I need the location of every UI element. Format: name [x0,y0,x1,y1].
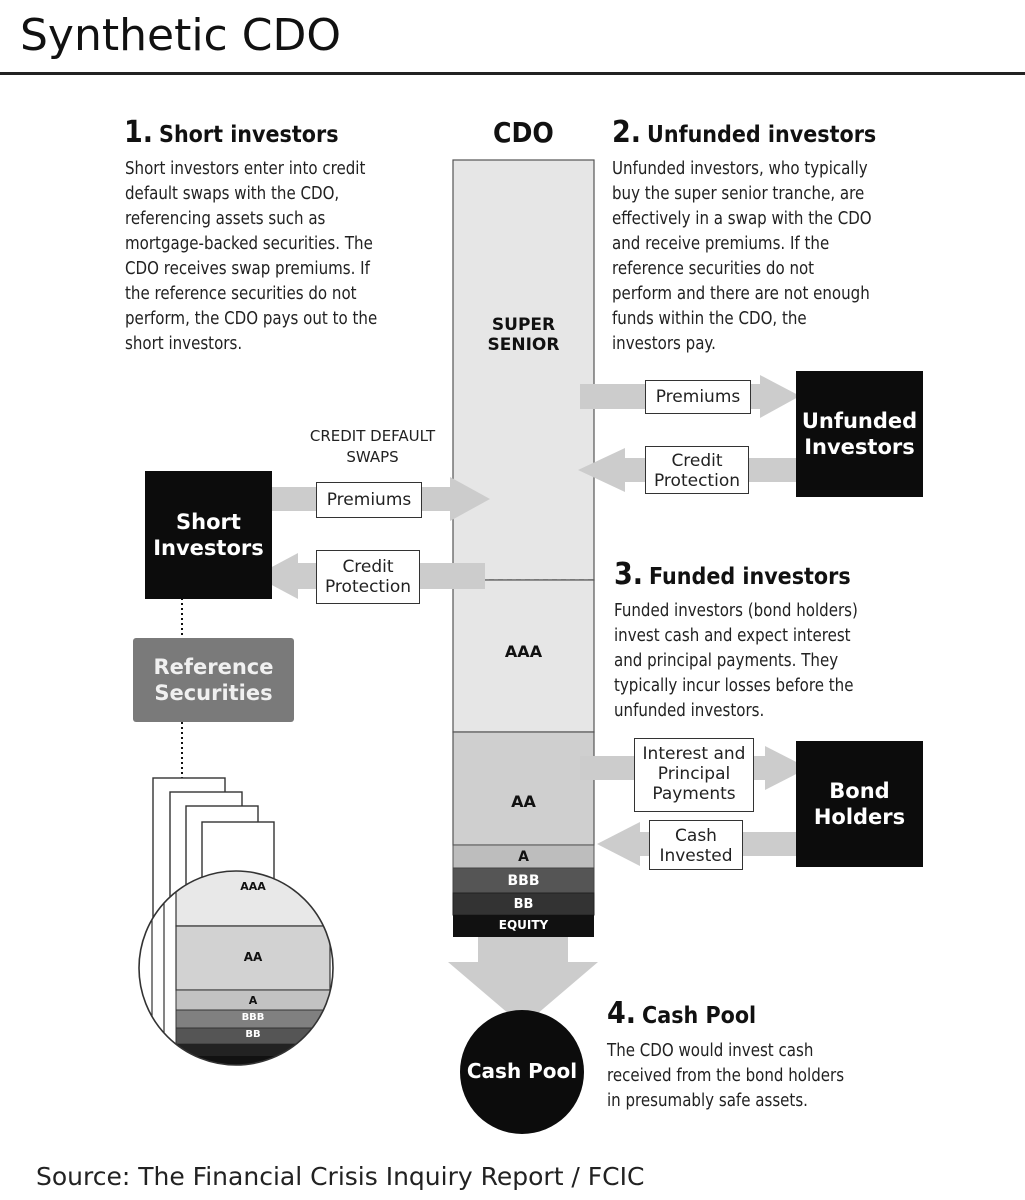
section-2-heading: 2.Unfunded investors [612,115,876,150]
section-3-text: Funded investors (bond holders) invest c… [614,599,941,724]
text-line: referencing assets such as [125,209,326,229]
cdo-header: CDO [493,116,554,149]
section-1-text: Short investors enter into credit defaul… [125,157,443,357]
label-equity: EQUITY [498,918,549,932]
label-cash-invested: Cash Invested [649,820,743,870]
label-protection-short: Credit Protection [316,550,420,604]
text-line: received from the bond holders [607,1066,845,1086]
section-1-number: 1. [124,115,154,150]
text-line: unfunded investors. [614,701,765,721]
text-line: Short investors enter into credit [125,159,366,179]
text-line: The CDO would invest cash [607,1041,814,1061]
source-credit: Source: The Financial Crisis Inquiry Rep… [36,1162,645,1191]
label-line: Credit [342,557,394,577]
ref-label-a: A [248,994,258,1007]
cds-label-line1: CREDIT DEFAULT [309,427,436,445]
text-line: short investors. [125,334,243,354]
label-bb: BB [513,897,534,912]
title-divider [0,72,1025,75]
page-title: Synthetic CDO [20,10,341,61]
tranche-super-senior [452,159,595,581]
text-line: typically incur losses before the [614,676,854,696]
text-line: investors pay. [612,334,716,354]
text-line: and receive premiums. If the [612,234,830,254]
ref-label-bb: BB [245,1029,261,1040]
text-line: and principal payments. They [614,651,839,671]
section-4-heading: 4.Cash Pool [607,996,756,1031]
label-super-senior: SUPER SENIOR [487,315,560,355]
label-line: Protection [324,577,411,597]
box-line: Investors [804,435,915,459]
label-a: A [518,849,529,865]
cds-label-line2: SWAPS [346,448,399,466]
ref-label-bbb: BBB [241,1012,265,1023]
text-line: perform, the CDO pays out to the [125,309,378,329]
box-line: Holders [813,805,906,829]
label-protection-unfunded: Credit Protection [645,446,749,494]
box-line: Reference [153,655,274,679]
section-4-text: The CDO would invest cash received from … [607,1039,917,1114]
label-line: Payments [652,784,736,804]
label-line: Credit [671,451,723,471]
label-line: Interest and [642,744,746,764]
section-2-text: Unfunded investors, who typically buy th… [612,157,939,357]
tranche-bbb [452,867,595,894]
section-2-title: Unfunded investors [647,122,877,148]
box-line: Securities [154,681,273,705]
section-4-title: Cash Pool [642,1003,757,1029]
label-line: Invested [659,846,733,866]
text-line: CDO receives swap premiums. If [125,259,370,279]
text-line: in presumably safe assets. [607,1091,808,1111]
text-line: the reference securities do not [125,284,357,304]
section-4-number: 4. [607,996,637,1031]
label-interest-payments: Interest and Principal Payments [634,738,754,812]
box-line: Investors [153,536,264,560]
label-aaa: AAA [504,642,543,661]
tranche-aaa [452,579,595,733]
text-line: perform and there are not enough [612,284,870,304]
tranche-equity [453,915,594,937]
label-bbb: BBB [507,873,540,889]
box-line: Bond [829,779,890,803]
text-line: Unfunded investors, who typically [612,159,868,179]
text-line: funds within the CDO, the [612,309,807,329]
label-premiums-unfunded: Premiums [645,380,751,414]
box-line: Unfunded [801,409,918,433]
section-3-number: 3. [614,557,644,592]
ref-label-aaa: AAA [240,880,266,893]
cash-pool-circle [460,1010,584,1134]
label-premiums-short: Premiums [316,482,422,518]
text-line: default swaps with the CDO, [125,184,340,204]
tranche-aa [452,731,595,846]
cash-pool-arrow [448,937,598,1026]
text-line: reference securities do not [612,259,815,279]
magnify-circle [138,870,334,1066]
section-3-heading: 3.Funded investors [614,557,851,592]
label-line: Cash [675,826,717,846]
label-line: Protection [653,471,740,491]
cash-pool-label: Cash Pool [466,1059,578,1083]
cds-label: CREDIT DEFAULT SWAPS [290,426,455,468]
text-line: Funded investors (bond holders) [614,601,858,621]
section-2-number: 2. [612,115,642,150]
section-1-title: Short investors [159,122,339,148]
text-line: buy the super senior tranche, are [612,184,865,204]
label-aa: AA [511,792,536,811]
section-1-heading: 1.Short investors [124,115,339,150]
box-line: Short [176,510,241,534]
text-line: invest cash and expect interest [614,626,851,646]
text-line: mortgage-backed securities. The [125,234,373,254]
label-line: Principal [657,764,731,784]
text-line: effectively in a swap with the CDO [612,209,872,229]
ref-label-aa: AA [243,950,263,964]
section-3-title: Funded investors [649,564,851,590]
